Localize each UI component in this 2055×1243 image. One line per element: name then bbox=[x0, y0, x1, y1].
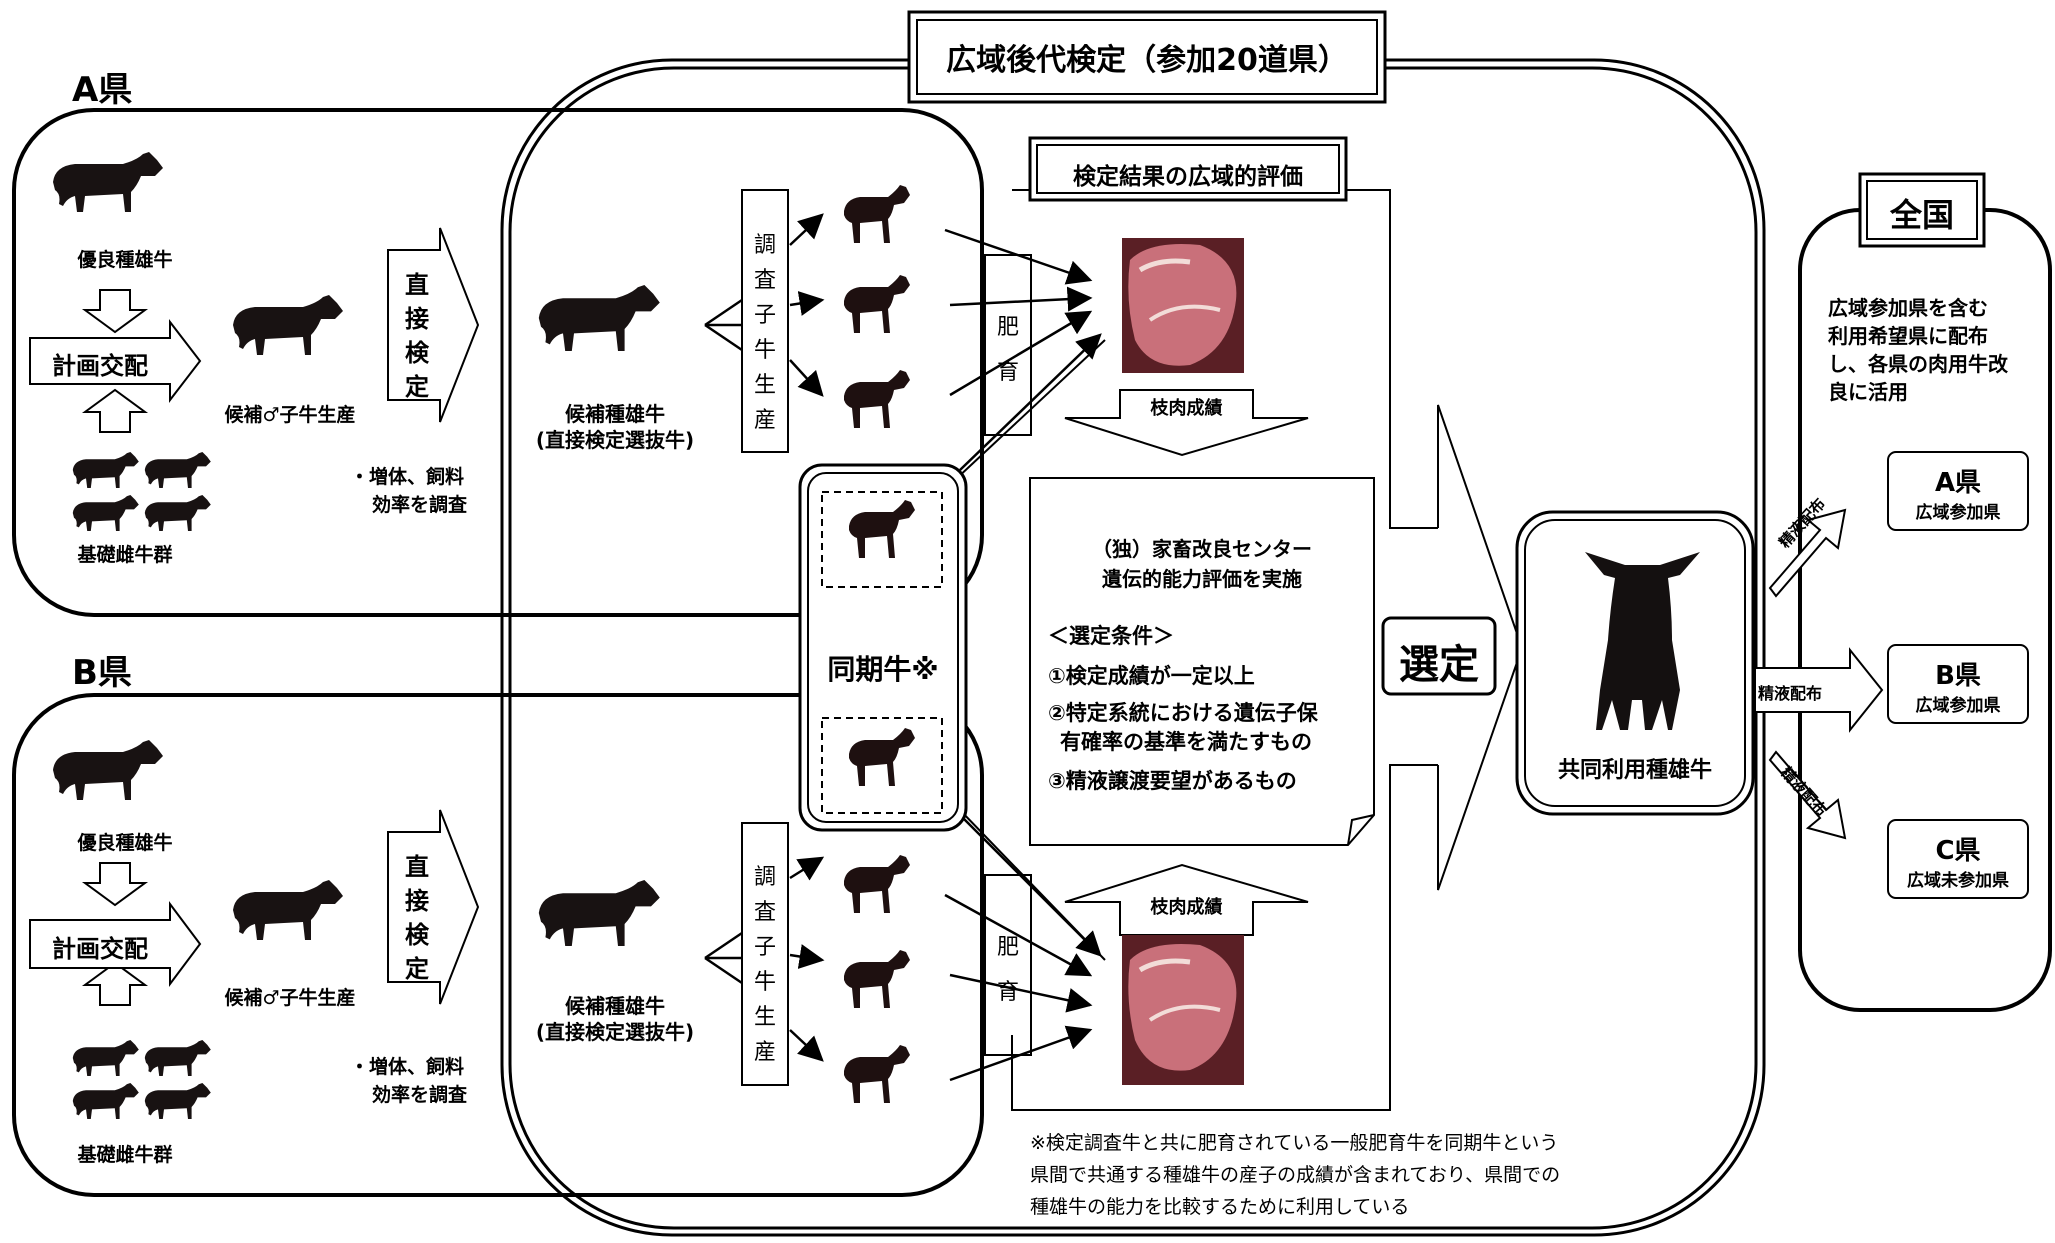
foundation-cows-label-b: 基礎雌牛群 bbox=[77, 1144, 173, 1166]
shared-bull-image bbox=[1585, 552, 1700, 730]
excellent-bull-image-b bbox=[53, 740, 163, 800]
center-line-2: 遺伝的能力評価を実施 bbox=[1102, 567, 1302, 591]
condition-3: ③精液譲渡要望があるもの bbox=[1048, 769, 1297, 793]
dest-c-status: 広域未参加県 bbox=[1907, 871, 2009, 891]
direct-test-arrow-label-b: 直接検定 bbox=[405, 853, 429, 983]
dest-b-name: B県 bbox=[1935, 661, 1981, 691]
condition-2b: 有確率の基準を満たすもの bbox=[1060, 730, 1312, 754]
nationwide-title: 全国 bbox=[1889, 196, 1954, 234]
dest-a-status: 広域参加県 bbox=[1915, 503, 2001, 523]
survey-calf-production-label-b: 調査子牛生産 bbox=[753, 865, 776, 1065]
semen-distribution-label-2: 精液配布 bbox=[1758, 684, 1823, 703]
candidate-calf-label-a: 候補♂子牛生産 bbox=[224, 404, 356, 426]
foundation-cows-label-a: 基礎雌牛群 bbox=[77, 544, 173, 566]
dest-a-name: A県 bbox=[1934, 468, 1982, 498]
planned-mating-label-a: 計画交配 bbox=[52, 352, 148, 380]
nationwide-desc-4: 良に活用 bbox=[1828, 380, 1908, 404]
nationwide-desc-3: し、各県の肉用牛改 bbox=[1828, 352, 2008, 376]
condition-2a: ②特定系統における遺伝子保 bbox=[1048, 701, 1318, 725]
carcass-results-label-b: 枝肉成績 bbox=[1150, 897, 1223, 918]
candidate-bull-label-b-1: 候補種雄牛 bbox=[565, 994, 665, 1018]
footnote-line-1: ※検定調査牛と共に肥育されている一般肥育牛を同期牛という bbox=[1030, 1132, 1559, 1154]
dest-c-name: C県 bbox=[1935, 836, 1981, 866]
shared-bull-label: 共同利用種雄牛 bbox=[1557, 758, 1712, 783]
selection-label: 選定 bbox=[1399, 642, 1479, 688]
candidate-calf-label-b: 候補♂子牛生産 bbox=[224, 987, 356, 1009]
footnote-line-2: 県間で共通する種雄牛の産子の成績が含まれており、県間での bbox=[1030, 1164, 1561, 1186]
nationwide-desc-2: 利用希望県に配布 bbox=[1828, 324, 1988, 348]
candidate-bull-label-a-2: (直接検定選抜牛) bbox=[535, 428, 695, 452]
excellent-bull-label-a: 優良種雄牛 bbox=[77, 249, 173, 271]
candidate-calf-image-a bbox=[233, 295, 343, 355]
contemporaries-label: 同期牛※ bbox=[827, 653, 939, 686]
survey-calf-production-label-a: 調査子牛生産 bbox=[753, 233, 776, 433]
fattening-label-a: 肥育 bbox=[996, 315, 1019, 385]
carcass-meat-image-a bbox=[1122, 238, 1244, 373]
direct-test-note-b-1: ・増体、飼料 bbox=[350, 1056, 465, 1078]
fattening-label-b: 肥育 bbox=[996, 935, 1019, 1005]
main-title: 広域後代検定（参加20道県） bbox=[946, 43, 1348, 78]
condition-1: ①検定成績が一定以上 bbox=[1048, 664, 1255, 688]
excellent-bull-image-a bbox=[53, 152, 163, 212]
prefecture-b-label: B県 bbox=[72, 653, 132, 693]
footnote-line-3: 種雄牛の能力を比較するために利用している bbox=[1030, 1196, 1410, 1218]
dest-b-status: 広域参加県 bbox=[1915, 696, 2001, 716]
prefecture-a-label: A県 bbox=[72, 70, 133, 110]
carcass-meat-image-b bbox=[1122, 935, 1244, 1085]
direct-test-note-a-1: ・増体、飼料 bbox=[350, 466, 465, 488]
candidate-bull-label-a-1: 候補種雄牛 bbox=[565, 402, 665, 426]
candidate-bull-label-b-2: (直接検定選抜牛) bbox=[535, 1020, 695, 1044]
wide-area-evaluation-title: 検定結果の広域的評価 bbox=[1073, 164, 1303, 190]
center-line-1: （独）家畜改良センター bbox=[1092, 537, 1312, 561]
direct-test-arrow-label-a: 直接検定 bbox=[405, 271, 429, 401]
nationwide-desc-1: 広域参加県を含む bbox=[1828, 296, 1988, 320]
conditions-title: ＜選定条件＞ bbox=[1048, 624, 1174, 648]
planned-mating-label-b: 計画交配 bbox=[52, 935, 148, 963]
excellent-bull-label-b: 優良種雄牛 bbox=[77, 832, 173, 854]
direct-test-note-a-2: 効率を調査 bbox=[372, 494, 468, 516]
direct-test-note-b-2: 効率を調査 bbox=[372, 1084, 468, 1106]
carcass-results-label-a: 枝肉成績 bbox=[1150, 398, 1223, 419]
candidate-calf-image-b bbox=[233, 880, 343, 940]
